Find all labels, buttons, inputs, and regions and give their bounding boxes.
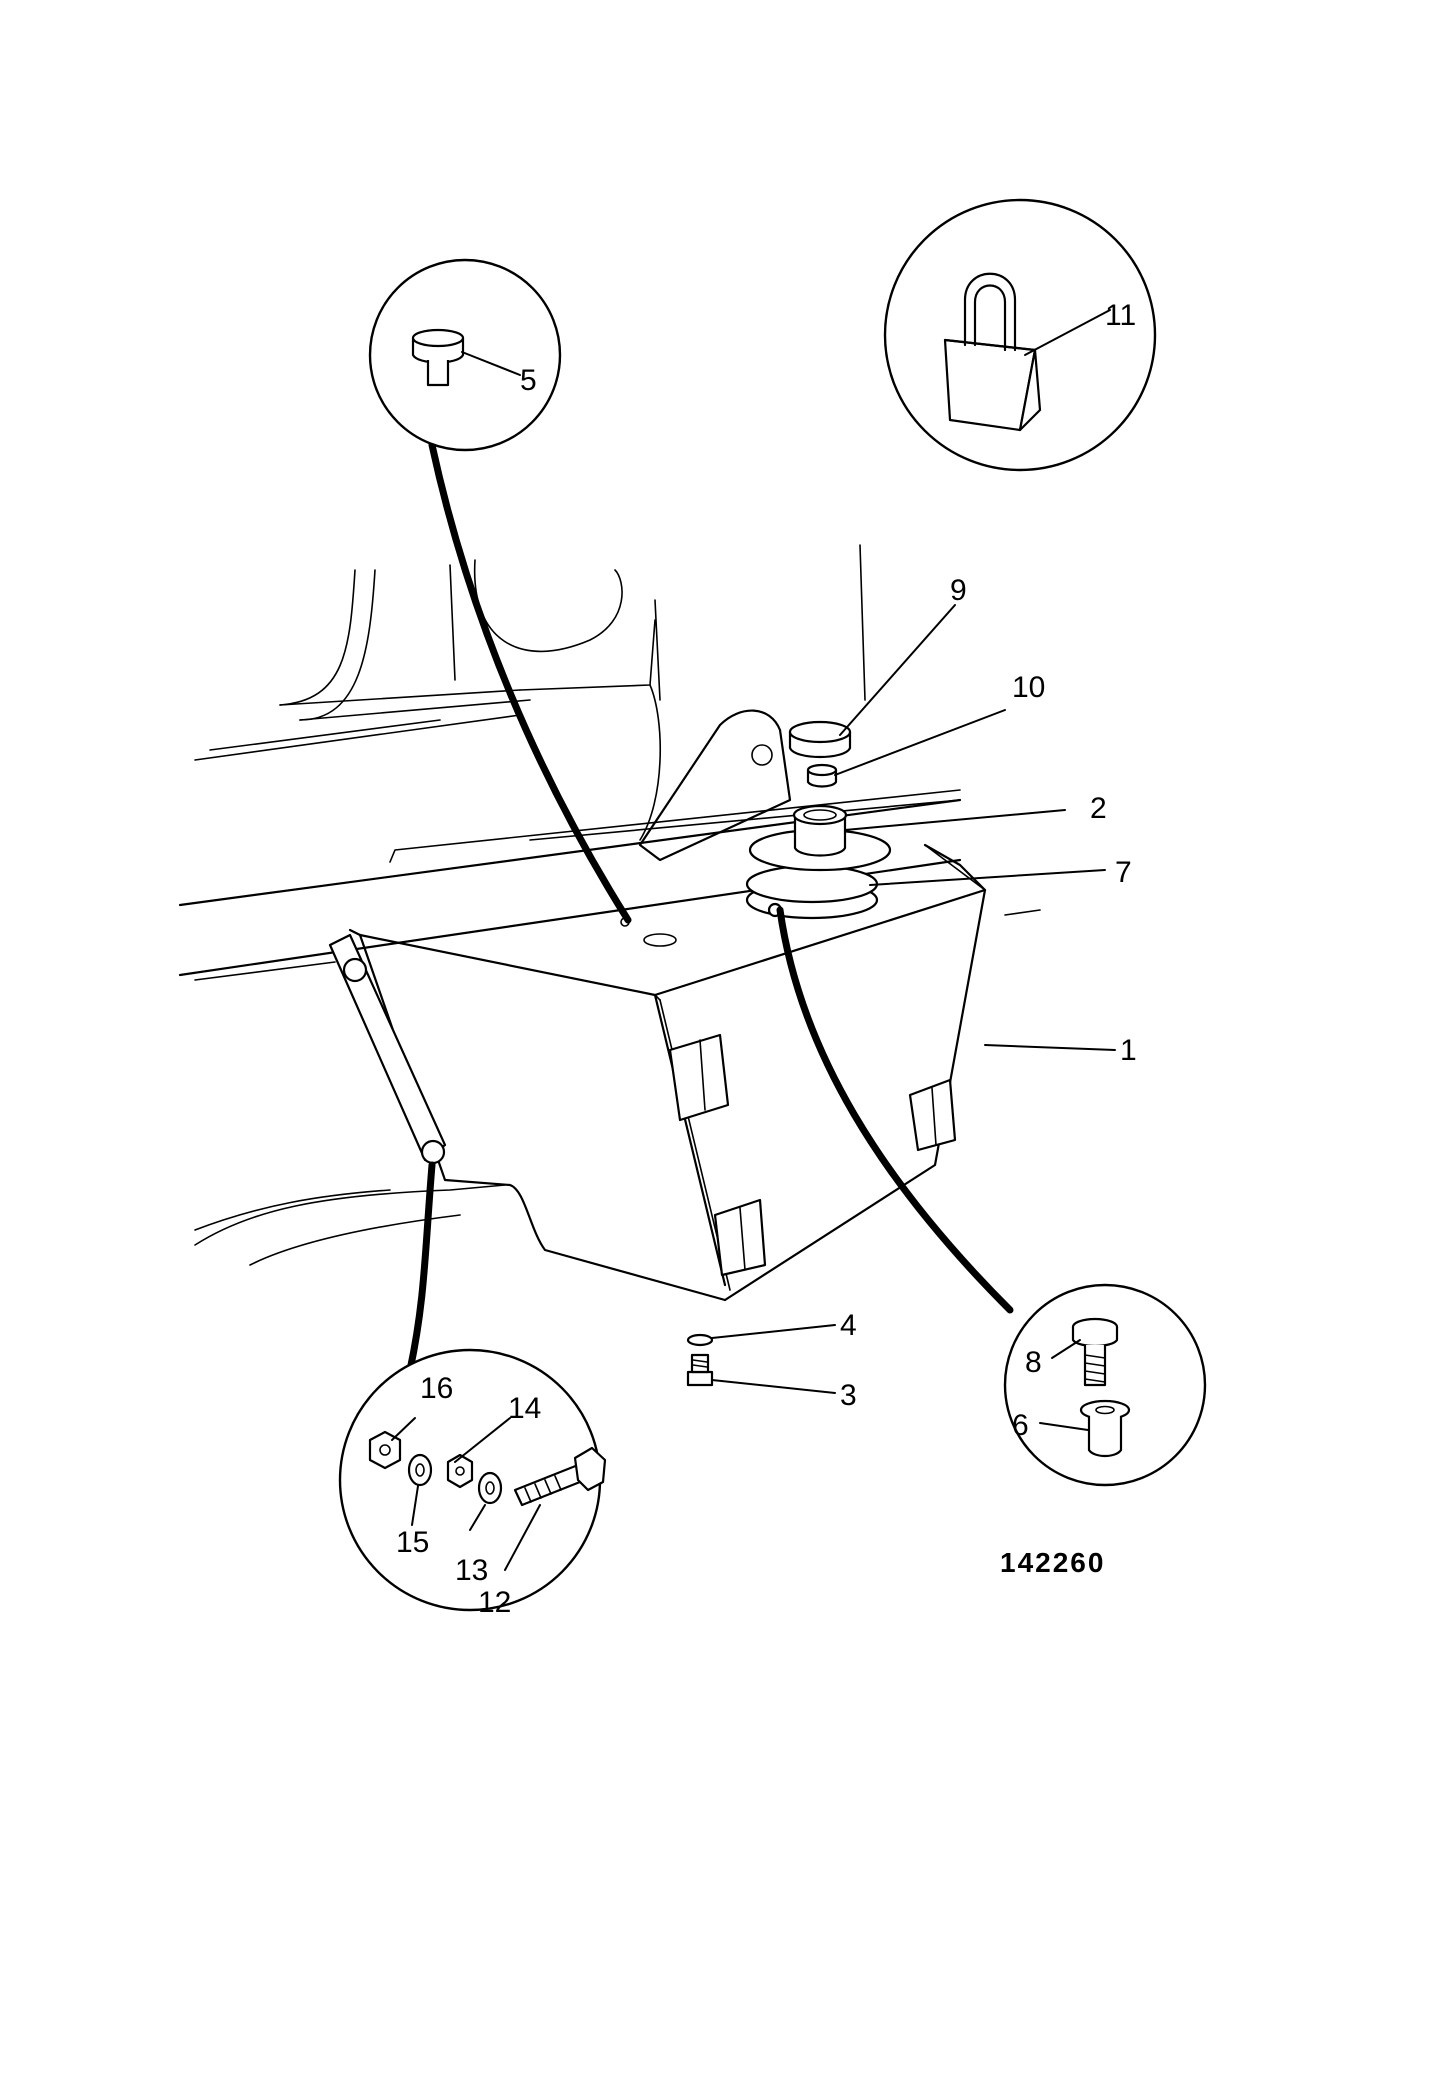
label-16: 16 [420,1372,453,1405]
label-15: 15 [396,1526,429,1559]
label-12: 12 [478,1586,511,1619]
label-2: 2 [1090,792,1107,825]
label-3: 3 [840,1379,857,1412]
label-10: 10 [1012,671,1045,704]
leader-lines [391,309,1116,1571]
filler-assembly [745,720,892,920]
label-6: 6 [1012,1409,1029,1442]
label-8: 8 [1025,1346,1042,1379]
drain-plug [686,1333,714,1387]
figure-number: 142260 [1000,1547,1105,1578]
label-4: 4 [840,1309,857,1342]
label-13: 13 [455,1554,488,1587]
detail-circle-strap-fixings [338,1161,607,1612]
fuel-tank [348,843,1041,1302]
detail-circle-bolt-bush [776,906,1207,1487]
label-1: 1 [1120,1034,1137,1067]
label-14: 14 [508,1392,541,1425]
detail-circle-vent-cap [368,258,632,924]
part-labels: 5 11 9 10 2 7 1 4 3 8 6 16 14 15 13 12 1… [396,299,1137,1619]
label-7: 7 [1115,856,1132,889]
label-11: 11 [1105,299,1136,332]
label-5: 5 [520,364,537,397]
label-9: 9 [950,574,967,607]
detail-circle-padlock [883,198,1157,472]
tank-strap [328,933,447,1165]
